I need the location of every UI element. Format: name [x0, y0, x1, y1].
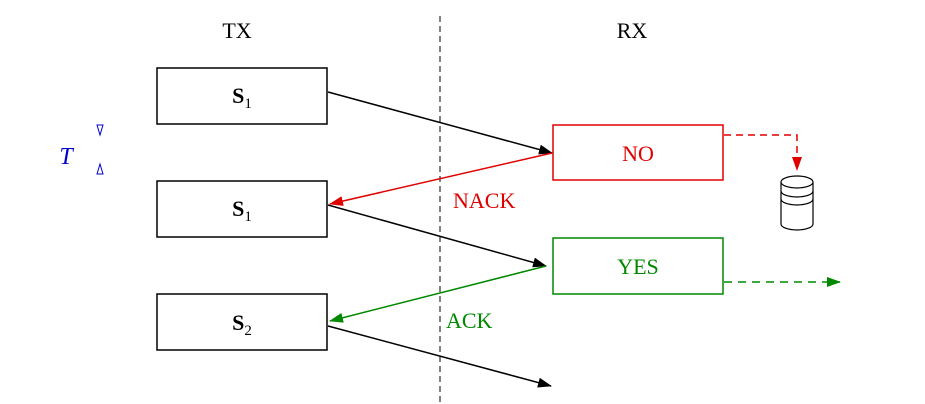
database-icon: [780, 175, 814, 231]
rx-result-no-label: NO: [622, 141, 654, 166]
rx-header: RX: [617, 18, 648, 43]
svg-text:S1: S1: [232, 83, 252, 112]
svg-text:S2: S2: [232, 310, 252, 339]
rx-result-no: NO: [552, 124, 724, 181]
discard-path-arrow: [724, 134, 802, 171]
tx-frame-3: S2: [156, 293, 328, 351]
tx-frame-3-subscript: 2: [244, 323, 252, 339]
transmission-arrow-2: [327, 204, 547, 268]
tx-frame-3-letter: S: [232, 310, 244, 335]
ack-arrow: [329, 265, 547, 323]
tx-frame-2-subscript: 1: [244, 209, 252, 225]
transmission-arrow-1: [327, 91, 553, 155]
transmission-arrow-3: [327, 325, 552, 388]
rx-result-yes-label: YES: [617, 254, 659, 279]
svg-text:S1: S1: [232, 196, 252, 225]
tx-frame-1-subscript: 1: [244, 96, 252, 112]
tx-frame-2-letter: S: [232, 196, 244, 221]
tx-frame-1-letter: S: [232, 83, 244, 108]
timing-interval-icon: [96, 124, 104, 175]
tx-frame-1: S1: [156, 67, 328, 125]
rx-result-yes: YES: [552, 237, 724, 295]
nack-label: NACK: [453, 188, 515, 213]
ack-label: ACK: [446, 308, 493, 333]
tx-header: TX: [222, 18, 251, 43]
nack-arrow: [329, 152, 553, 206]
timing-label: T: [59, 144, 74, 170]
tx-frame-2: S1: [156, 180, 328, 238]
